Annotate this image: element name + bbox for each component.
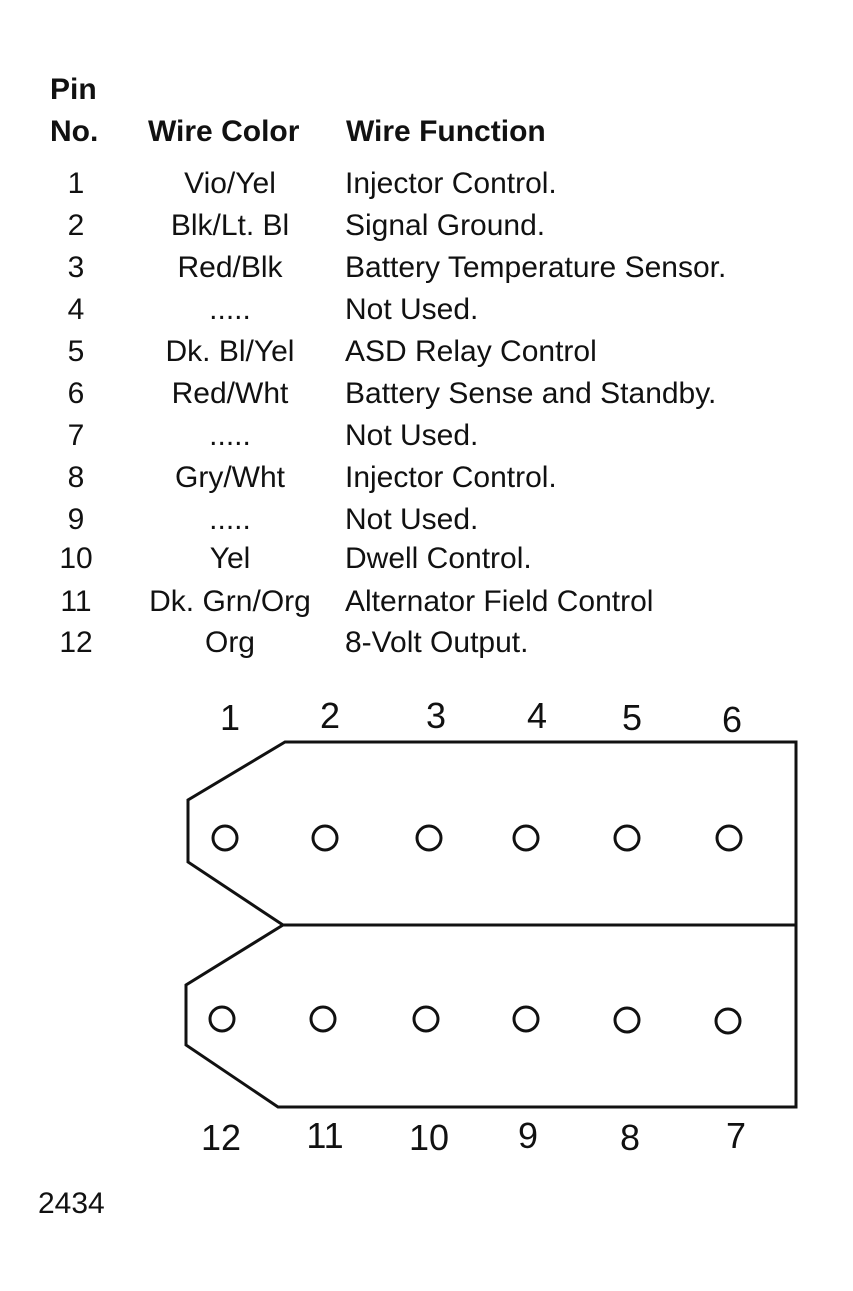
connector-lower-body [184,923,798,1109]
pin-hole [512,824,540,852]
wire-function: Not Used. [345,419,479,452]
table-row: 7 ..... Not Used. [0,415,853,457]
pin-hole [211,824,239,852]
connector-upper-body [186,740,798,927]
header-wire-function: Wire Function [346,115,546,148]
wire-color: Dk. Bl/Yel [165,335,295,368]
header-no: No. [50,115,99,148]
wire-color: ..... [209,419,251,452]
connector-pin-label: 12 [201,1117,241,1158]
wire-function: Battery Temperature Sensor. [345,251,727,284]
table-row: 9 ..... Not Used. [0,499,853,541]
wire-function: 8-Volt Output. [345,626,529,659]
connector-pin-label: 10 [409,1117,449,1158]
table-row: 11 Dk. Grn/Org Alternator Field Control [0,581,853,623]
pin-number: 2 [67,209,85,242]
pin-number: 8 [67,461,85,494]
connector-pin-label: 1 [220,697,240,738]
table-row: 1 Vio/Yel Injector Control. [0,163,853,205]
wire-function: Dwell Control. [345,542,532,575]
pin-hole [715,824,743,852]
connector-pin-label: 6 [722,699,742,740]
pin-number: 6 [67,377,85,410]
wire-color: Gry/Wht [175,461,285,494]
pin-number: 12 [59,626,93,659]
connector-pin-label: 5 [622,697,642,738]
pin-number: 3 [67,251,85,284]
wire-color: Red/Wht [171,377,289,410]
wire-function: Not Used. [345,293,479,326]
table-row: 8 Gry/Wht Injector Control. [0,457,853,499]
wire-function: Not Used. [345,503,479,536]
wire-color: Vio/Yel [184,167,276,200]
pin-hole [415,824,443,852]
wire-function: Battery Sense and Standby. [345,377,717,410]
table-row: 12 Org 8-Volt Output. [0,622,853,664]
connector-pin-label: 3 [426,695,446,736]
wire-color: Blk/Lt. Bl [170,209,290,242]
pin-hole [311,824,339,852]
pin-hole [714,1007,742,1035]
table-row: 3 Red/Blk Battery Temperature Sensor. [0,247,853,289]
table-row: 6 Red/Wht Battery Sense and Standby. [0,373,853,415]
wire-color: Org [204,626,255,659]
pin-number: 1 [67,167,85,200]
connector-pin-label: 8 [620,1117,640,1158]
wire-color: ..... [209,503,251,536]
pin-hole [613,824,641,852]
pin-hole [512,1005,540,1033]
wire-color: Dk. Grn/Org [149,585,311,618]
pin-number: 9 [67,503,85,536]
pin-number: 10 [59,542,93,575]
wire-color: Red/Blk [177,251,283,284]
pin-number: 11 [60,585,92,618]
connector-pin-label: 4 [527,695,547,736]
table-row: 2 Blk/Lt. Bl Signal Ground. [0,205,853,247]
connector-pin-label: 11 [306,1115,343,1156]
table-row: 10 Yel Dwell Control. [0,538,853,580]
pin-number: 4 [67,293,85,326]
wire-color: Yel [209,542,251,575]
header-pin: Pin [50,73,97,106]
connector-pin-label: 2 [320,695,340,736]
header-wire-color: Wire Color [148,115,300,148]
figure-number: 2434 [38,1187,105,1220]
connector-pin-label: 7 [726,1115,746,1156]
pin-hole [613,1006,641,1034]
table-row: 5 Dk. Bl/Yel ASD Relay Control [0,331,853,373]
pin-hole [208,1005,236,1033]
wire-function: Injector Control. [345,461,557,494]
wire-color: ..... [209,293,251,326]
wire-function: Alternator Field Control [345,585,654,618]
pin-number: 7 [67,419,85,452]
pin-hole [412,1005,440,1033]
table-row: 4 ..... Not Used. [0,289,853,331]
wire-function: Injector Control. [345,167,557,200]
connector-pin-label: 9 [518,1115,538,1156]
pin-number: 5 [67,335,85,368]
wire-function: Signal Ground. [345,209,546,242]
wire-function: ASD Relay Control [345,335,597,368]
pin-hole [309,1005,337,1033]
